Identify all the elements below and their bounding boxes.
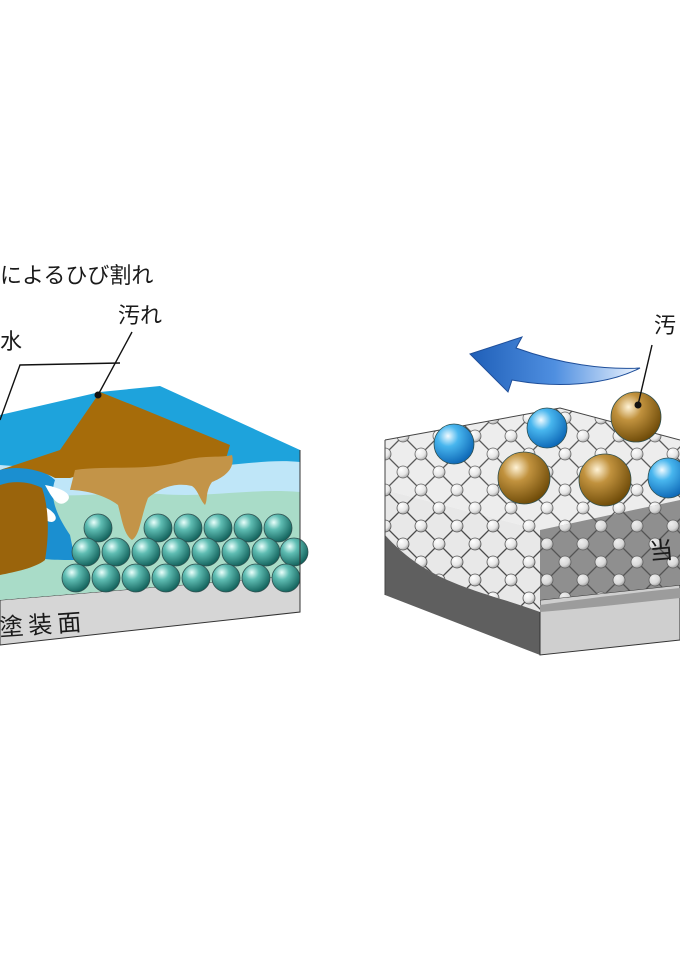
teal-pigment-sphere	[61, 563, 91, 593]
teal-pigment-sphere	[91, 563, 121, 593]
left-dirt-top	[0, 392, 230, 478]
painted-surface-label: 塗装面	[0, 608, 87, 642]
water-droplet-sphere	[433, 423, 475, 465]
teal-pigment-sphere	[251, 537, 281, 567]
teal-pigment-sphere	[221, 537, 251, 567]
left-leader-lines	[0, 331, 133, 421]
teal-pigment-sphere	[151, 563, 181, 593]
teal-pigment-sphere	[143, 513, 173, 543]
dirt-particle-sphere	[578, 453, 632, 507]
teal-pigment-sphere	[173, 513, 203, 543]
right-particles	[433, 391, 680, 507]
teal-pigment-sphere	[271, 563, 301, 593]
teal-pigment-sphere	[83, 513, 113, 543]
teal-pigment-sphere	[71, 537, 101, 567]
teal-pigment-sphere	[181, 563, 211, 593]
teal-pigment-sphere	[203, 513, 233, 543]
water-label: 水	[0, 330, 22, 355]
dirt-particle-sphere	[497, 451, 551, 505]
teal-pigment-sphere	[161, 537, 191, 567]
crack-label: によるひび割れ	[0, 264, 153, 289]
water-droplet-sphere	[647, 457, 680, 499]
dirt-particle-sphere	[610, 391, 662, 443]
dirt-label-left: 汚れ	[118, 304, 162, 329]
teal-pigment-sphere	[131, 537, 161, 567]
teal-pigment-sphere	[191, 537, 221, 567]
left-pigment-spheres	[61, 513, 309, 593]
runoff-arrow	[469, 336, 641, 393]
left-dirt-crack	[0, 482, 48, 575]
teal-pigment-sphere	[121, 563, 151, 593]
dirt-label-right: 汚	[654, 314, 676, 339]
teal-pigment-sphere	[101, 537, 131, 567]
teal-pigment-sphere	[263, 513, 293, 543]
water-droplet-sphere	[526, 407, 568, 449]
teal-pigment-sphere	[211, 563, 241, 593]
left-dirt-drip	[70, 455, 233, 540]
teal-pigment-sphere	[279, 537, 309, 567]
teal-pigment-sphere	[241, 563, 271, 593]
right-product-coating-block	[384, 391, 680, 656]
left-conventional-coating-block	[0, 386, 309, 646]
teal-pigment-sphere	[233, 513, 263, 543]
product-surface-label: 当	[648, 536, 674, 566]
right-leader-line	[634, 344, 653, 409]
